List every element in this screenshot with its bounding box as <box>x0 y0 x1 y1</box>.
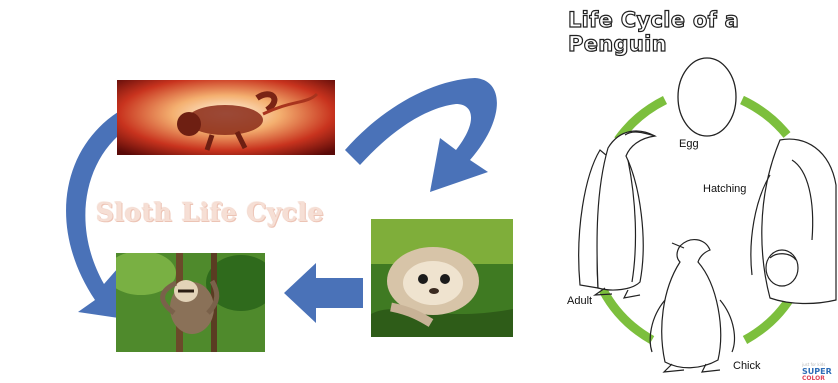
brand-line3: COLOR <box>802 375 836 382</box>
brand-logo: just for kids SUPER COLOR <box>802 361 836 381</box>
ring-segment-top-right <box>742 100 787 135</box>
hatchling-drawing <box>766 250 798 286</box>
stage-label-egg: Egg <box>679 138 699 150</box>
brand-line2: SUPER <box>802 368 836 375</box>
hatching-penguin-drawing <box>751 139 836 303</box>
stage-label-chick: Chick <box>733 360 761 372</box>
adult-penguin-drawing <box>579 131 655 298</box>
stage-label-hatching: Hatching <box>703 183 746 195</box>
stage-label-adult: Adult <box>567 295 592 307</box>
egg-drawing <box>678 58 736 136</box>
chick-drawing <box>650 240 734 372</box>
